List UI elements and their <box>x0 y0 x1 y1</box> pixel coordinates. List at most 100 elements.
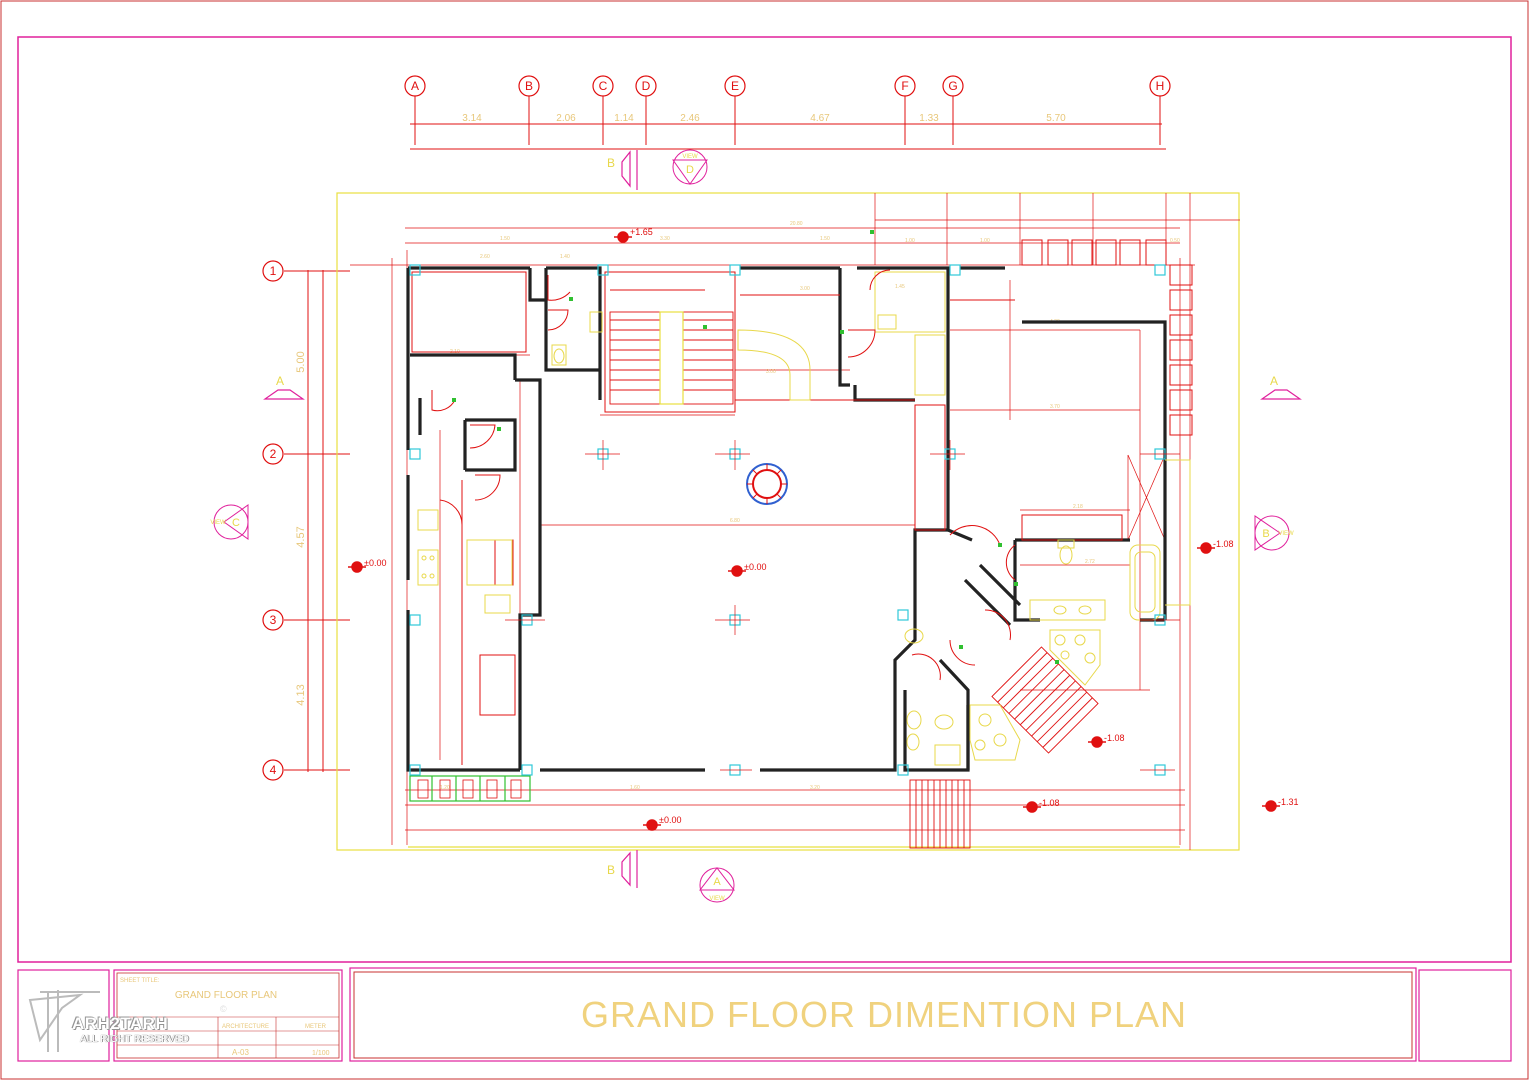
walls <box>406 266 1167 772</box>
svg-text:1.20: 1.20 <box>440 785 450 791</box>
grid-bubble-4 <box>262 759 284 781</box>
svg-text:20.80: 20.80 <box>790 221 803 227</box>
section-label-a-left: A <box>276 374 284 388</box>
view-c-icon <box>213 504 249 540</box>
level-label-1: +1.65 <box>630 227 653 237</box>
grid-bubble-2 <box>262 443 284 465</box>
grid-label-4: 4 <box>270 763 277 777</box>
svg-text:3.30: 3.30 <box>660 236 670 242</box>
level-markers: +1.65 ±0.00 ±0.00 ±0.00 -1.08 -1.08 -1.0… <box>348 227 1299 831</box>
sheet-no-value: A-03 <box>232 1048 249 1057</box>
grid-bubble-f <box>894 75 916 97</box>
col-dim-2: 2.06 <box>556 113 576 124</box>
section-label-b-bottom: B <box>607 863 615 877</box>
section-a-left-icon <box>263 389 305 400</box>
svg-text:1.50: 1.50 <box>820 236 830 242</box>
structural-columns <box>409 264 1166 776</box>
col-dim-4: 2.46 <box>680 113 700 124</box>
level-marker-icon <box>348 231 1280 831</box>
col-dim-3: 1.14 <box>614 113 634 124</box>
staircase-main <box>609 289 734 405</box>
dimension-lines <box>350 193 1240 850</box>
view-word-b: VIEW <box>1278 531 1294 537</box>
grid-label-3: 3 <box>270 613 277 627</box>
grid-bubble-a <box>404 75 426 97</box>
level-label-4: ±0.00 <box>659 815 681 825</box>
grid-label-h: H <box>1156 79 1165 93</box>
view-word-a: VIEW <box>709 896 725 902</box>
title-block-fields: SHEET TITLE: ARCHITECTURE METER A-03 1/1… <box>120 978 330 1057</box>
col-dim-6: 1.33 <box>919 113 939 124</box>
grid-bubble-g <box>942 75 964 97</box>
plan-title: GRAND FLOOR DIMENTION PLAN <box>580 994 1188 1035</box>
col-dim-7: 5.70 <box>1046 113 1066 124</box>
entrance-steps <box>909 779 971 849</box>
grid-label-c: C <box>599 79 608 93</box>
view-word-d: VIEW <box>682 154 698 160</box>
row-dim-3: 4.13 <box>295 684 307 705</box>
level-label-3: ±0.00 <box>744 562 766 572</box>
section-b-top-icon <box>621 150 638 190</box>
grid-bubble-3 <box>262 609 284 631</box>
level-label-8: -1.31 <box>1278 797 1299 807</box>
logo-icon <box>28 990 100 1052</box>
grid-bubble-b <box>518 75 540 97</box>
svg-text:3.00: 3.00 <box>800 286 810 292</box>
svg-text:2.60: 2.60 <box>480 254 490 260</box>
view-letter-b: B <box>1262 528 1269 540</box>
round-atrium-icon <box>746 463 788 505</box>
grid-label-e: E <box>731 79 739 93</box>
grid-label-2: 2 <box>270 447 277 461</box>
view-b-icon <box>1254 515 1290 551</box>
sheet-title: GRAND FLOOR PLAN <box>174 990 278 1001</box>
view-a-icon <box>698 867 736 903</box>
row-dim-2: 4.57 <box>295 526 307 547</box>
discipline-value: ARCHITECTURE <box>222 1024 269 1030</box>
units-value: METER <box>305 1024 327 1030</box>
view-letter-d: D <box>686 164 694 176</box>
row-grid: 1 2 3 4 5.00 4.57 4.13 <box>262 260 350 781</box>
grid-label-a: A <box>411 79 419 93</box>
svg-text:3.20: 3.20 <box>810 785 820 791</box>
svg-text:1.40: 1.40 <box>560 254 570 260</box>
section-a-right-icon <box>1260 389 1302 400</box>
view-letter-c: C <box>232 517 240 529</box>
logo-tagline: ALL RIGHT RESERVED <box>80 1034 189 1045</box>
level-label-2: ±0.00 <box>364 558 386 568</box>
scale-value: 1/100 <box>312 1050 330 1057</box>
col-dim-1: 3.14 <box>462 113 482 124</box>
level-label-5: -1.08 <box>1213 539 1234 549</box>
svg-text:2.72: 2.72 <box>1085 559 1095 565</box>
section-marks: A A B B <box>263 150 1302 888</box>
view-word-c: VIEW <box>210 520 226 526</box>
door-swings <box>431 269 1016 681</box>
section-label-b-top: B <box>607 156 615 170</box>
column-grid: A B C D E F G H 3.14 2.06 1.14 2.46 4.67… <box>404 75 1171 150</box>
svg-text:2.18: 2.18 <box>1073 504 1083 510</box>
section-b-bottom-icon <box>621 850 638 888</box>
grid-bubble-c <box>592 75 614 97</box>
svg-text:1.00: 1.00 <box>980 238 990 244</box>
grid-label-1: 1 <box>270 264 277 278</box>
inner-partitions <box>411 271 1123 765</box>
row-dim-1: 5.00 <box>295 351 307 372</box>
svg-text:1.60: 1.60 <box>630 785 640 791</box>
col-dim-5: 4.67 <box>810 113 830 124</box>
grid-label-b: B <box>525 79 533 93</box>
site-outline <box>336 192 1240 851</box>
level-label-7: -1.08 <box>1039 798 1060 808</box>
drawing-frame <box>17 36 1512 963</box>
logo-copyright: © <box>220 1004 227 1014</box>
logo-name: ARH2TARH <box>72 1014 169 1033</box>
svg-text:0.50: 0.50 <box>1170 238 1180 244</box>
svg-text:1.00: 1.00 <box>905 238 915 244</box>
svg-text:6.80: 6.80 <box>730 518 740 524</box>
grid-bubble-e <box>724 75 746 97</box>
planter-boxes <box>409 775 531 802</box>
grid-label-g: G <box>948 79 957 93</box>
fixtures <box>417 271 1191 766</box>
section-label-a-right: A <box>1270 374 1278 388</box>
